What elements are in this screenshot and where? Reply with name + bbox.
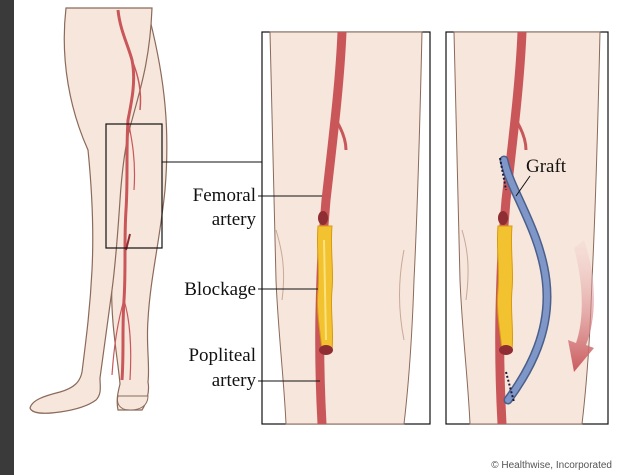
popliteal-label-2: artery	[212, 370, 257, 391]
popliteal-label-1: Popliteal	[188, 345, 256, 366]
femoral-label-2: artery	[212, 209, 257, 230]
blockage-label: Blockage	[184, 279, 256, 300]
copyright-credit: © Healthwise, Incorporated	[491, 460, 612, 471]
graft-panel: Graft	[446, 32, 608, 424]
femoral-label-1: Femoral	[193, 185, 256, 206]
graft-label: Graft	[526, 156, 567, 177]
